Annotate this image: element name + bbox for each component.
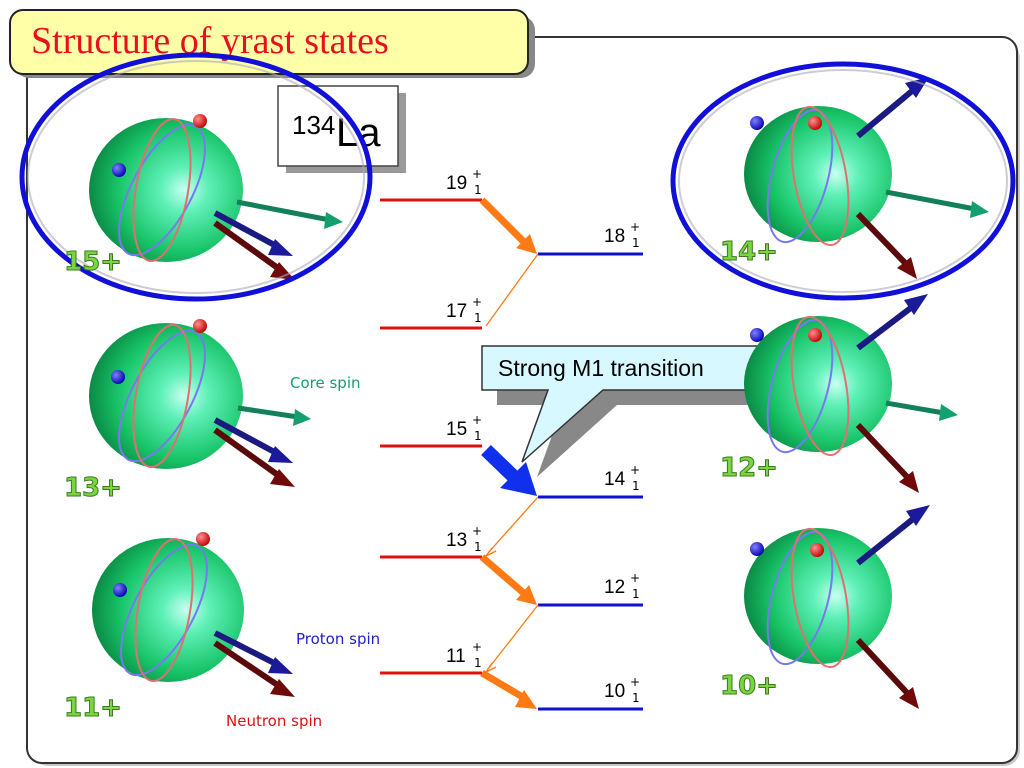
state-label-15: 15+ <box>64 247 122 277</box>
svg-text:+: + <box>630 220 640 234</box>
svg-text:10: 10 <box>604 681 625 702</box>
level-label-11: 11 +1 <box>446 640 482 670</box>
svg-text:1: 1 <box>632 236 640 250</box>
m1-transition-arrow <box>481 444 537 496</box>
transition-19-18 <box>479 197 537 254</box>
level-label-12: 12 +1 <box>604 571 640 601</box>
svg-text:11: 11 <box>446 646 466 667</box>
callout-text: Strong M1 transition <box>498 355 704 381</box>
svg-text:1: 1 <box>474 656 482 670</box>
nucleus-11 <box>92 532 295 697</box>
svg-text:1: 1 <box>632 587 640 601</box>
nucleus-12 <box>744 294 958 493</box>
transition-18-17 <box>485 253 539 327</box>
level-label-14: 14 +1 <box>604 463 640 493</box>
neutron-spin-label: Neutron spin <box>226 712 322 730</box>
svg-text:1: 1 <box>632 479 640 493</box>
strong-transitions <box>479 197 537 709</box>
left-level-labels: 19 +1 17 +1 15 +1 13 +1 11 +1 <box>446 167 482 670</box>
svg-text:+: + <box>472 167 482 181</box>
svg-text:+: + <box>630 571 640 585</box>
svg-text:+: + <box>472 640 482 654</box>
transition-13-12 <box>479 554 537 605</box>
highlight-ellipse-left <box>19 52 373 302</box>
svg-text:19: 19 <box>446 173 467 194</box>
right-level-labels: 18 +1 14 +1 12 +1 10 +1 <box>604 220 640 705</box>
proton-spin-label: Proton spin <box>296 630 380 648</box>
svg-text:18: 18 <box>604 226 625 247</box>
callout-m1: Strong M1 transition <box>481 345 786 477</box>
nucleus-10 <box>744 505 930 709</box>
transition-12-11 <box>487 604 539 670</box>
svg-text:1: 1 <box>632 691 640 705</box>
svg-text:15: 15 <box>446 419 467 440</box>
state-label-10: 10+ <box>720 671 778 701</box>
nucleus-13 <box>89 319 311 487</box>
state-label-14: 14+ <box>720 237 778 267</box>
svg-text:+: + <box>472 295 482 309</box>
svg-text:14: 14 <box>604 469 626 490</box>
right-levels <box>538 252 643 711</box>
svg-text:+: + <box>472 413 482 427</box>
svg-text:1: 1 <box>474 311 482 325</box>
svg-text:+: + <box>630 463 640 477</box>
state-label-11: 11+ <box>64 693 122 723</box>
transition-11-10 <box>480 669 537 709</box>
isotope-box: 134 La <box>277 85 406 173</box>
svg-text:1: 1 <box>474 429 482 443</box>
svg-text:13: 13 <box>446 530 467 551</box>
state-labels: 15+ 13+ 11+ 14+ 12+ 10+ <box>64 237 779 724</box>
svg-text:12: 12 <box>604 577 625 598</box>
core-spin-label: Core spin <box>290 374 361 392</box>
state-label-12: 12+ <box>720 453 778 483</box>
transition-14-13 <box>487 496 539 554</box>
level-label-18: 18 +1 <box>604 220 640 250</box>
svg-text:1: 1 <box>474 183 482 197</box>
level-label-17: 17 +1 <box>446 295 482 325</box>
highlight-ellipse-right <box>670 61 1016 301</box>
svg-text:1: 1 <box>474 540 482 554</box>
level-label-15: 15 +1 <box>446 413 482 443</box>
level-label-19: 19 +1 <box>446 167 482 197</box>
nucleus-14 <box>744 77 989 279</box>
state-label-13: 13+ <box>64 473 122 503</box>
left-levels <box>380 198 482 675</box>
weak-transitions <box>484 253 539 674</box>
isotope-mass: 134 <box>292 110 335 140</box>
svg-text:+: + <box>630 675 640 689</box>
level-label-10: 10 +1 <box>604 675 640 705</box>
level-label-13: 13 +1 <box>446 524 482 554</box>
svg-text:17: 17 <box>446 301 467 322</box>
svg-text:+: + <box>472 524 482 538</box>
nucleus-15 <box>89 114 343 280</box>
